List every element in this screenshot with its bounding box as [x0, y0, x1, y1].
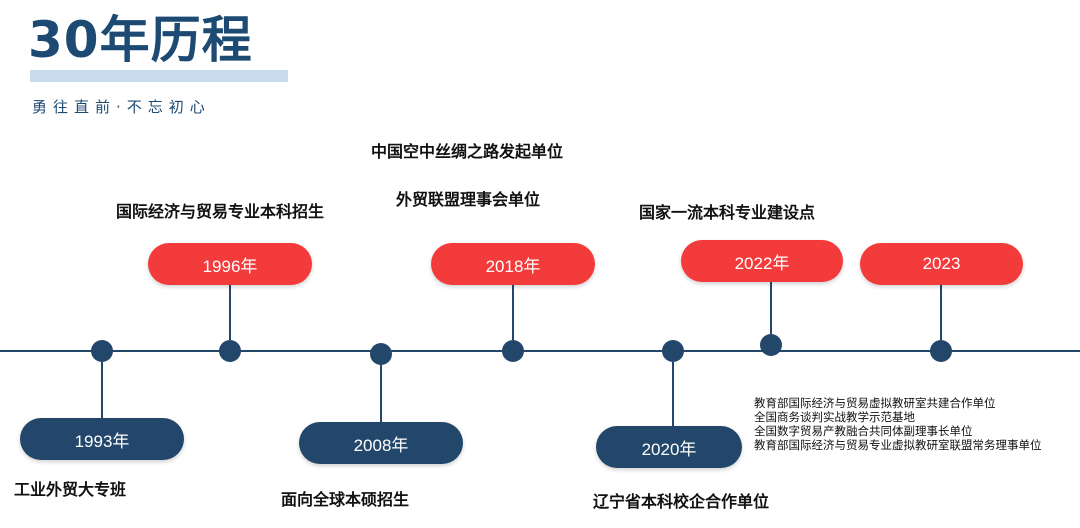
timeline-dot-2022: [760, 334, 782, 356]
page-subtitle: 勇往直前·不忘初心: [32, 98, 211, 116]
stem-2022: [770, 280, 772, 334]
milestone-notes-2023: 教育部国际经济与贸易虚拟教研室共建合作单位 全国商务谈判实战教学示范基地 全国数…: [754, 396, 1072, 452]
milestone-label-1993: 工业外贸大专班: [14, 480, 127, 499]
timeline-dot-2008: [370, 343, 392, 365]
milestone-label-2018-line2: 外贸联盟理事会单位: [396, 190, 541, 209]
stem-2020: [672, 362, 674, 427]
page-title: 30年历程: [28, 11, 253, 69]
year-pill-1993: 1993年: [20, 418, 184, 460]
timeline-dot-2018: [502, 340, 524, 362]
title-underline: [30, 70, 288, 82]
year-pill-2020: 2020年: [596, 426, 742, 468]
stem-2018: [512, 283, 514, 340]
note-item: 教育部国际经济与贸易专业虚拟教研室联盟常务理事单位: [754, 438, 1042, 452]
milestone-label-2008: 面向全球本硕招生: [281, 490, 410, 509]
stem-2023: [940, 284, 942, 340]
milestone-label-2018-line1: 中国空中丝绸之路发起单位: [371, 142, 564, 161]
timeline-dot-1993: [91, 340, 113, 362]
note-item: 全国商务谈判实战教学示范基地: [754, 410, 915, 424]
timeline-dot-2023: [930, 340, 952, 362]
note-item: 教育部国际经济与贸易虚拟教研室共建合作单位: [754, 396, 996, 410]
year-pill-2008: 2008年: [299, 422, 463, 464]
timeline-dot-1996: [219, 340, 241, 362]
stem-2008: [380, 365, 382, 423]
milestone-label-2020: 辽宁省本科校企合作单位: [593, 492, 770, 511]
note-item: 全国数字贸易产教融合共同体副理事长单位: [754, 424, 973, 438]
timeline-dot-2020: [662, 340, 684, 362]
year-pill-2023: 2023: [860, 243, 1023, 285]
timeline-axis: [0, 350, 1080, 352]
milestone-label-2022: 国家一流本科专业建设点: [639, 203, 816, 222]
milestone-label-1996: 国际经济与贸易专业本科招生: [116, 202, 325, 221]
stem-1996: [229, 282, 231, 340]
year-pill-2018: 2018年: [431, 243, 595, 285]
stem-1993: [101, 362, 103, 420]
year-pill-1996: 1996年: [148, 243, 312, 285]
year-pill-2022: 2022年: [681, 240, 843, 282]
